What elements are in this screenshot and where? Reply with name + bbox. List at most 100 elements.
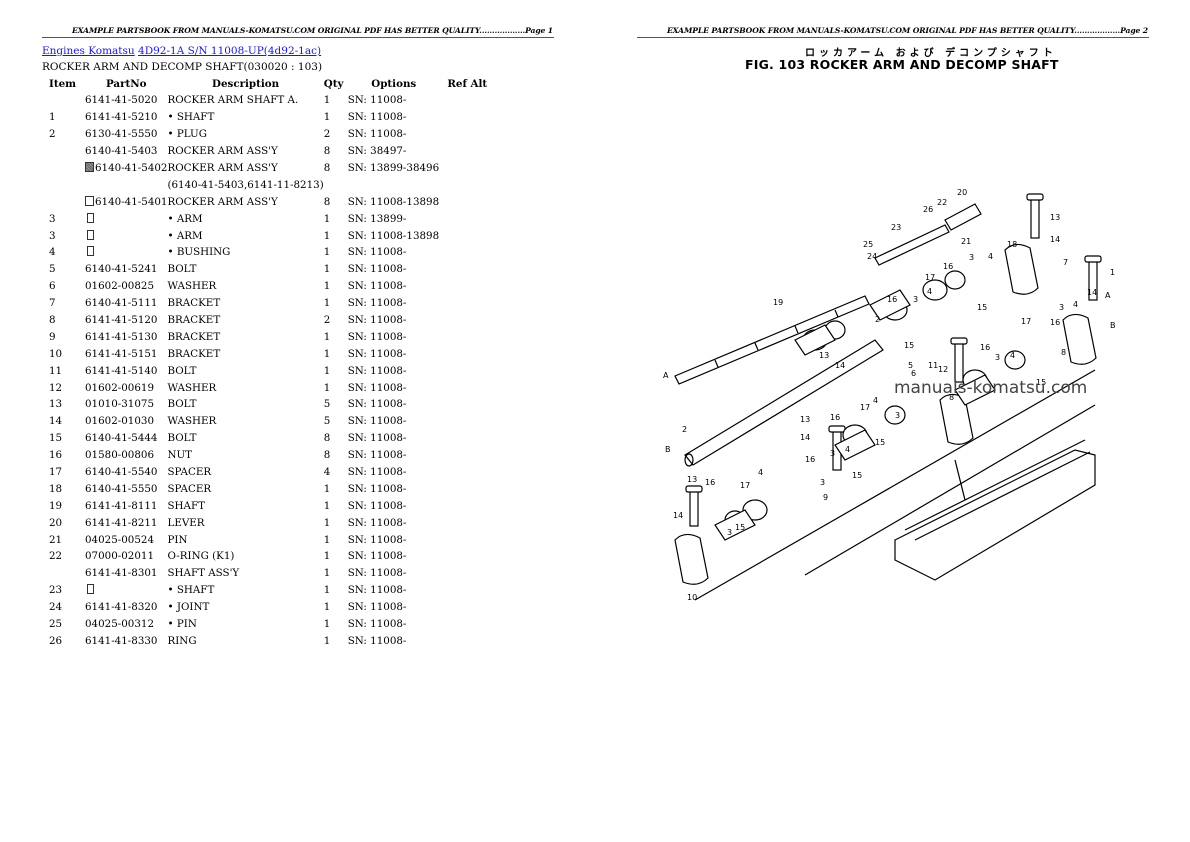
ref-alt-cell	[440, 531, 495, 548]
svg-text:B: B	[665, 445, 671, 454]
description-cell: BOLT	[167, 263, 197, 276]
description-cell: ROCKER ARM ASS'Y	[167, 195, 278, 208]
qty-cell: 1	[323, 330, 331, 343]
ref-alt-cell	[440, 227, 495, 244]
options-cell: SN: 11008-	[347, 584, 407, 597]
svg-text:3: 3	[995, 353, 1000, 362]
description-cell: SHAFT	[167, 499, 205, 512]
description-cell: BRACKET	[167, 347, 221, 360]
breadcrumb-link-model[interactable]: 4D92-1A S/N 11008-UP(4d92-1ac)	[138, 45, 322, 57]
description-cell: SPACER	[167, 482, 212, 495]
description-cell: NUT	[167, 449, 193, 462]
breadcrumb-link-engines[interactable]: Engines Komatsu	[42, 45, 135, 57]
partno-cell	[85, 176, 167, 193]
svg-text:15: 15	[735, 523, 745, 532]
partno-cell: 6141-41-8111	[85, 499, 158, 512]
figure-title: FIG. 103 ROCKER ARM AND DECOMP SHAFT	[745, 57, 1059, 72]
options-cell: SN: 38497-	[347, 145, 407, 158]
qty-cell: 1	[323, 381, 331, 394]
options-cell: SN: 11008-	[347, 449, 407, 462]
ref-alt-cell	[440, 447, 495, 464]
rocker-shaft-1	[684, 339, 884, 467]
empty-square-icon	[87, 212, 94, 223]
qty-cell: 1	[323, 94, 331, 107]
ref-alt-cell	[440, 497, 495, 514]
item-cell: 3	[49, 212, 56, 225]
qty-cell: 5	[323, 398, 331, 411]
table-row: (6140-41-5403,6141-11-8213)	[42, 176, 495, 193]
item-cell: 26	[49, 634, 63, 647]
description-cell: LEVER	[167, 516, 205, 529]
ref-alt-cell	[440, 312, 495, 329]
svg-text:10: 10	[687, 593, 697, 602]
empty-square-icon	[85, 195, 94, 206]
svg-text:13: 13	[1110, 268, 1115, 277]
section-title: ROCKER ARM AND DECOMP SHAFT(030020 : 103…	[42, 61, 323, 73]
svg-text:20: 20	[957, 188, 967, 197]
svg-text:15: 15	[977, 303, 987, 312]
qty-cell: 1	[323, 634, 331, 647]
options-cell: SN: 11008-	[347, 533, 407, 546]
svg-text:16: 16	[830, 413, 840, 422]
options-cell: SN: 11008-	[347, 246, 407, 259]
qty-cell: 1	[323, 618, 331, 631]
options-cell: SN: 11008-	[347, 280, 407, 293]
table-header-row: Item PartNo Description Qty Options Ref …	[42, 76, 495, 92]
svg-text:13: 13	[819, 351, 829, 360]
svg-text:18: 18	[1007, 240, 1017, 249]
svg-text:3: 3	[969, 253, 974, 262]
partno-cell	[85, 210, 167, 227]
svg-text:12: 12	[938, 365, 948, 374]
svg-text:8: 8	[1061, 348, 1066, 357]
header-partno: PartNo	[105, 78, 147, 90]
watermark: manuals-komatsu.com	[894, 378, 1088, 398]
ref-alt-cell	[440, 379, 495, 396]
ref-alt-cell	[440, 633, 495, 650]
item-cell: 9	[49, 330, 56, 343]
qty-cell: 1	[323, 263, 331, 276]
ref-alt-cell	[440, 176, 495, 193]
description-cell: BOLT	[167, 398, 197, 411]
ref-alt-cell	[440, 109, 495, 126]
partno-cell: 6141-41-8320	[85, 601, 158, 614]
options-cell: SN: 11008-	[347, 432, 407, 445]
svg-text:17: 17	[925, 273, 935, 282]
options-cell: SN: 11008-	[347, 297, 407, 310]
cylinder-head	[894, 439, 1096, 581]
svg-text:2: 2	[875, 315, 880, 324]
partno-cell: 6141-41-5140	[85, 364, 158, 377]
item-cell	[42, 143, 85, 160]
ref-alt-cell	[440, 193, 495, 210]
ref-alt-cell	[440, 430, 495, 447]
description-cell: • PLUG	[167, 128, 207, 141]
item-cell: 2	[49, 128, 56, 141]
item-cell: 10	[49, 347, 63, 360]
header-qty: Qty	[323, 78, 344, 90]
item-cell: 24	[49, 601, 63, 614]
description-cell: (6140-41-5403,6141-11-8213)	[167, 178, 324, 191]
svg-text:16: 16	[943, 262, 953, 271]
callout-labels: 20 22 26 23 25 24 21 13 14 18 7 13 14 A …	[663, 188, 1115, 602]
partno-cell: 6141-41-8301	[85, 567, 158, 580]
description-cell: • SHAFT	[167, 111, 215, 124]
qty-cell: 1	[323, 229, 331, 242]
item-cell	[42, 160, 85, 177]
description-cell: WASHER	[167, 381, 217, 394]
item-cell: 17	[49, 466, 63, 479]
svg-text:4: 4	[1073, 300, 1078, 309]
options-cell: SN: 11008-	[347, 634, 407, 647]
options-cell: SN: 11008-	[347, 347, 407, 360]
